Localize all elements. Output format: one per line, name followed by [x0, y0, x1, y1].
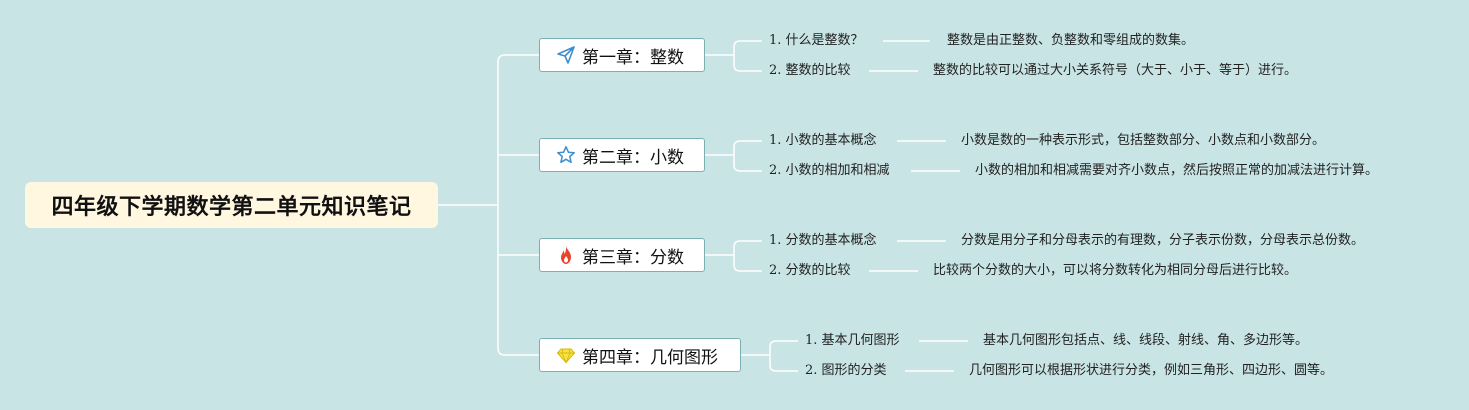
chapter-3-node[interactable]: 第三章：分数	[539, 238, 705, 272]
chapter-1-title: 第一章：整数	[582, 47, 684, 68]
chapter-3-topic-2[interactable]: 2. 分数的比较	[769, 263, 851, 278]
chapter-4-topic-2[interactable]: 2. 图形的分类	[805, 363, 887, 378]
root-node[interactable]: 四年级下学期数学第二单元知识笔记	[25, 182, 438, 228]
chapter-1-node[interactable]: 第一章：整数	[539, 38, 705, 72]
chapter-2-topic-1-desc: 小数是数的一种表示形式，包括整数部分、小数点和小数部分。	[961, 133, 1326, 148]
chapter-3-topic-1[interactable]: 1. 分数的基本概念	[769, 233, 877, 248]
chapter-1-topic-2-desc: 整数的比较可以通过大小关系符号（大于、小于、等于）进行。	[933, 63, 1298, 78]
chapter-3-title: 第三章：分数	[582, 247, 684, 268]
paper-plane-icon	[556, 45, 576, 65]
fire-icon	[556, 245, 576, 265]
chapter-2-node[interactable]: 第二章：小数	[539, 138, 705, 172]
chapter-2-title: 第二章：小数	[582, 147, 684, 168]
diamond-icon	[556, 345, 576, 365]
chapter-4-title: 第四章：几何图形	[582, 347, 718, 368]
chapter-2-topic-2-desc: 小数的相加和相减需要对齐小数点，然后按照正常的加减法进行计算。	[975, 163, 1379, 178]
chapter-4-node[interactable]: 第四章：几何图形	[539, 338, 741, 372]
chapter-4-topic-2-desc: 几何图形可以根据形状进行分类，例如三角形、四边形、圆等。	[969, 363, 1334, 378]
chapter-1-topic-1-desc: 整数是由正整数、负整数和零组成的数集。	[947, 33, 1195, 48]
chapter-2-topic-2[interactable]: 2. 小数的相加和相减	[769, 163, 890, 178]
chapter-1-topic-2[interactable]: 2. 整数的比较	[769, 63, 851, 78]
chapter-3-topic-2-desc: 比较两个分数的大小，可以将分数转化为相同分母后进行比较。	[933, 263, 1298, 278]
chapter-4-topic-1-desc: 基本几何图形包括点、线、线段、射线、角、多边形等。	[983, 333, 1309, 348]
chapter-3-topic-1-desc: 分数是用分子和分母表示的有理数，分子表示份数，分母表示总份数。	[961, 233, 1365, 248]
star-icon	[556, 145, 576, 165]
chapter-1-topic-1[interactable]: 1. 什么是整数？	[769, 33, 864, 48]
chapter-2-topic-1[interactable]: 1. 小数的基本概念	[769, 133, 877, 148]
root-title: 四年级下学期数学第二单元知识笔记	[51, 195, 412, 220]
chapter-4-topic-1[interactable]: 1. 基本几何图形	[805, 333, 900, 348]
